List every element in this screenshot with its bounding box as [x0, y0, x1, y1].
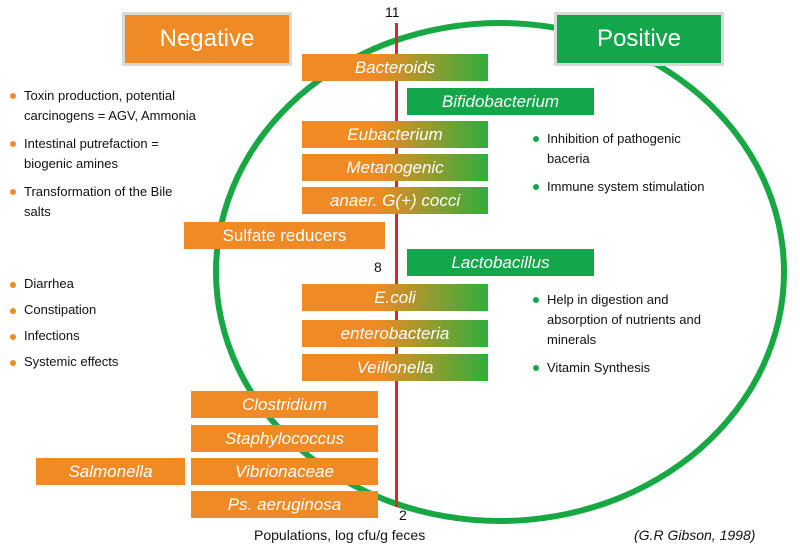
negative-effects-list-bottom: Diarrhea Constipation Infections Systemi… — [8, 275, 198, 379]
bar-eubacterium: Eubacterium — [302, 121, 488, 148]
list-item: Inhibition of pathogenic baceria — [531, 129, 721, 169]
positive-header: Positive — [554, 12, 724, 66]
list-item: Infections — [8, 327, 198, 345]
scale-label-top: 11 — [385, 4, 400, 20]
bar-staphylococcus: Staphylococcus — [191, 425, 378, 452]
bar-bifidobacterium: Bifidobacterium — [407, 88, 594, 115]
bar-bacteroids: Bacteroids — [302, 54, 488, 81]
list-item: Diarrhea — [8, 275, 198, 293]
bar-lactobacillus: Lactobacillus — [407, 249, 594, 276]
list-item: Intestinal putrefaction = biogenic amine… — [8, 134, 198, 174]
bar-ecoli: E.coli — [302, 284, 488, 311]
bar-vibrionaceae: Vibrionaceae — [191, 458, 378, 485]
axis-caption: Populations, log cfu/g feces — [254, 527, 426, 543]
scale-label-middle: 8 — [374, 259, 382, 275]
positive-ellipse — [213, 20, 787, 524]
bar-veillonella: Veillonella — [302, 354, 488, 381]
list-item: Constipation — [8, 301, 198, 319]
list-item: Transformation of the Bile salts — [8, 182, 198, 222]
list-item: Help in digestion and absorption of nutr… — [531, 290, 721, 350]
positive-effects-list-bottom: Help in digestion and absorption of nutr… — [531, 290, 721, 386]
scale-label-bottom: 2 — [399, 507, 407, 523]
list-item: Systemic effects — [8, 353, 198, 371]
bar-salmonella: Salmonella — [36, 458, 185, 485]
bar-metanogenic: Metanogenic — [302, 154, 488, 181]
negative-effects-list-top: Toxin production, potential carcinogens … — [8, 86, 198, 230]
negative-header: Negative — [122, 12, 292, 66]
list-item: Immune system stimulation — [531, 177, 721, 197]
citation: (G.R Gibson, 1998) — [634, 527, 756, 543]
bar-ps-aeruginosa: Ps. aeruginosa — [191, 491, 378, 518]
bar-sulfate-reducers: Sulfate reducers — [184, 222, 385, 249]
bar-enterobacteria: enterobacteria — [302, 320, 488, 347]
bar-anaer-cocci: anaer. G(+) cocci — [302, 187, 488, 214]
population-axis-line — [395, 23, 398, 507]
bar-clostridium: Clostridium — [191, 391, 378, 418]
list-item: Vitamin Synthesis — [531, 358, 721, 378]
list-item: Toxin production, potential carcinogens … — [8, 86, 198, 126]
positive-effects-list-top: Inhibition of pathogenic baceria Immune … — [531, 129, 721, 205]
